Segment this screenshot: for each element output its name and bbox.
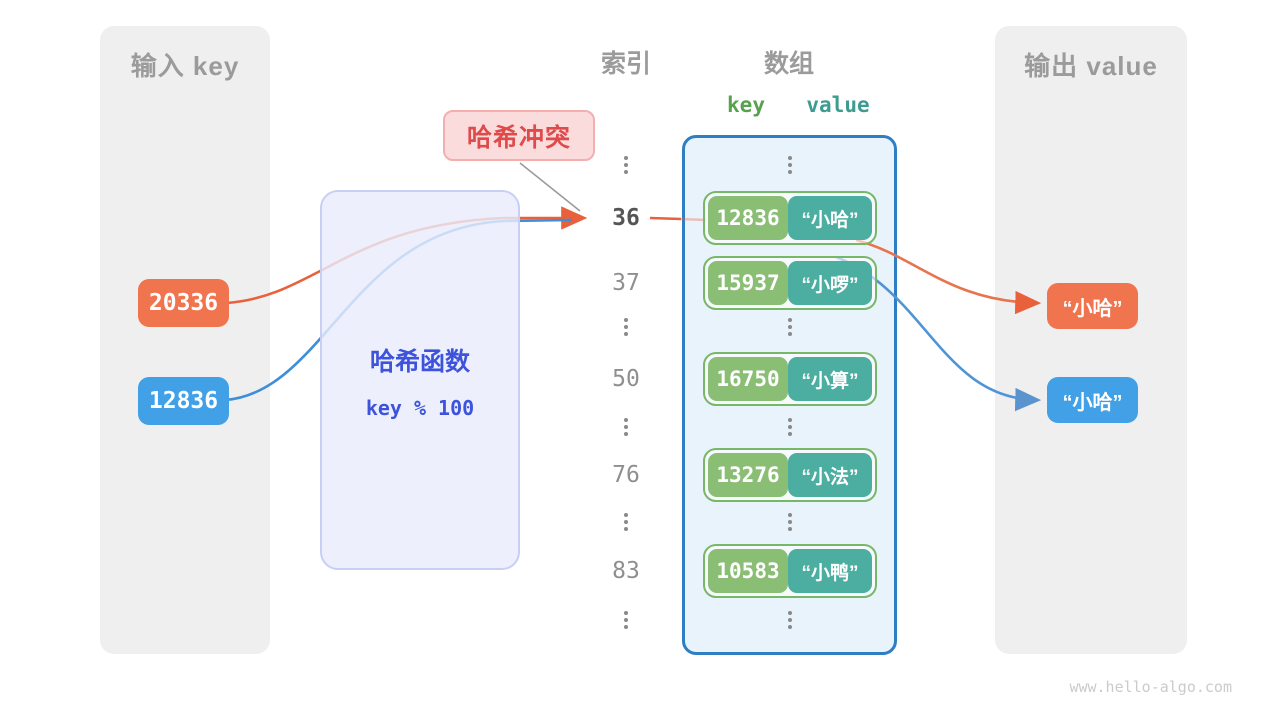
hash-function-name: 哈希函数 — [369, 348, 470, 376]
ellipsis-dots — [624, 156, 628, 174]
collision-callout: 哈希冲突 — [443, 110, 595, 161]
array-pair-12836: 12836“小哈” — [703, 191, 877, 245]
input-key-20336: 20336 — [138, 279, 229, 327]
array-pair-15937: 15937“小啰” — [703, 256, 877, 310]
array-pair-13276: 13276“小法” — [703, 448, 877, 502]
input-key-12836: 12836 — [138, 377, 229, 425]
ellipsis-dots — [788, 611, 792, 629]
ellipsis-dots — [788, 156, 792, 174]
pair-value: “小啰” — [788, 261, 872, 305]
index-to-array-line-faded — [680, 217, 707, 222]
output-value-orange: “小哈” — [1047, 283, 1138, 329]
array-pair-16750: 16750“小算” — [703, 352, 877, 406]
input-panel: 输入 key — [100, 26, 270, 654]
ellipsis-dots — [624, 513, 628, 531]
pair-value: “小法” — [788, 453, 872, 497]
pair-value: “小哈” — [788, 196, 872, 240]
index-value-36: 36 — [612, 205, 640, 231]
ellipsis-dots — [624, 611, 628, 629]
watermark: www.hello-algo.com — [1069, 678, 1232, 696]
output-value-blue: “小哈” — [1047, 377, 1138, 423]
pair-key: 15937 — [708, 261, 788, 305]
input-panel-title: 输入 key — [130, 51, 240, 81]
index-column-header: 索引 — [600, 50, 652, 78]
index-value-76: 76 — [612, 462, 640, 488]
output-panel-title: 输出 value — [1024, 51, 1158, 81]
output-panel: 输出 value — [995, 26, 1187, 654]
array-column-header: 数组 — [763, 50, 815, 78]
index-value-83: 83 — [612, 558, 640, 584]
pair-value: “小鸭” — [788, 549, 872, 593]
pair-value: “小算” — [788, 357, 872, 401]
ellipsis-dots — [624, 418, 628, 436]
ellipsis-dots — [788, 418, 792, 436]
hash-function-formula: key % 100 — [365, 396, 475, 420]
pair-key: 10583 — [708, 549, 788, 593]
pair-key: 13276 — [708, 453, 788, 497]
ellipsis-dots — [788, 318, 792, 336]
array-pair-10583: 10583“小鸭” — [703, 544, 877, 598]
index-value-37: 37 — [612, 270, 640, 296]
key-subheader: key — [727, 93, 765, 117]
pair-key: 12836 — [708, 196, 788, 240]
ellipsis-dots — [624, 318, 628, 336]
output-curve-orange — [855, 238, 1042, 315]
value-subheader: value — [806, 93, 870, 117]
ellipsis-dots — [788, 513, 792, 531]
collision-pointer-line — [519, 162, 581, 212]
hash-function-box: 哈希函数 key % 100 — [320, 190, 520, 570]
pair-key: 16750 — [708, 357, 788, 401]
index-to-array-line — [649, 216, 682, 221]
index-value-50: 50 — [612, 366, 640, 392]
